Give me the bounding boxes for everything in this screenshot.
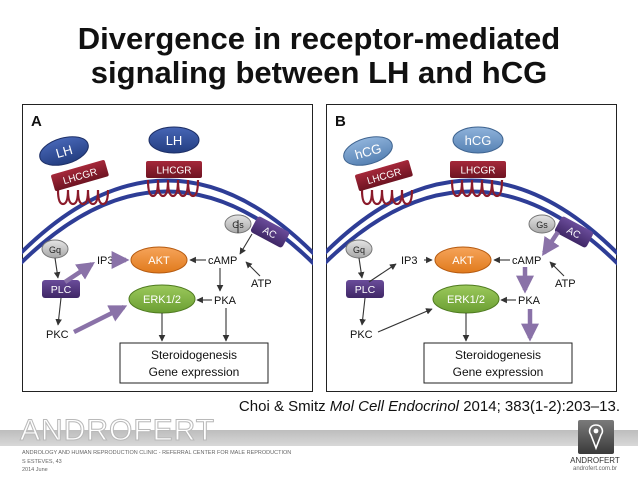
output-box xyxy=(423,342,573,384)
logo-site: androfert.com.br xyxy=(572,466,618,472)
ligand-lh-right xyxy=(148,126,200,154)
footer-line-1: ANDROLOGY AND HUMAN REPRODUCTION CLINIC … xyxy=(22,450,292,456)
akt-label: AKT xyxy=(148,255,170,267)
ligand-lh-left xyxy=(39,136,89,166)
androfert-logo-icon xyxy=(578,420,614,454)
akt-node xyxy=(434,246,492,274)
output-line-1: Steroidogenesis xyxy=(455,348,541,362)
title-line-1: Divergence in receptor-mediated xyxy=(77,21,561,56)
receptor-loops-right xyxy=(146,179,200,198)
receptor-left xyxy=(355,160,413,191)
gq-label: Gq xyxy=(49,245,61,255)
title-line-2: signaling between LH and hCG xyxy=(90,55,548,90)
ac-enzyme xyxy=(250,216,290,248)
slide-title: Divergence in receptor-mediated signalin… xyxy=(0,22,638,90)
atp-label: ATP xyxy=(251,278,272,290)
panel-b-arrows xyxy=(357,256,565,342)
panel-b-label: B xyxy=(335,113,346,130)
plc-node xyxy=(346,280,384,298)
gq-label: Gq xyxy=(353,245,365,255)
output-line-2: Gene expression xyxy=(149,365,240,379)
erk-label: ERK1/2 xyxy=(143,294,181,306)
receptor-right-label: LHCGR xyxy=(156,166,191,177)
receptor-right xyxy=(146,161,202,178)
receptor-right xyxy=(450,161,506,178)
signaling-figure: A LHCGR LHCGR LH LH Gs AC xyxy=(22,104,617,392)
plc-label: PLC xyxy=(355,284,376,296)
citation-authors: Choi & Smitz xyxy=(238,398,326,415)
pkc-label: PKC xyxy=(350,329,373,341)
footer-line-2: S ESTEVES, 43 xyxy=(22,459,62,465)
camp-label: cAMP xyxy=(512,255,541,267)
receptor-loops-left xyxy=(360,189,414,206)
ligand-lh-left-label: LH xyxy=(54,142,74,161)
atp-label: ATP xyxy=(555,278,576,290)
gs-protein xyxy=(528,214,556,234)
pka-label: PKA xyxy=(214,295,237,307)
citation-details: 2014; 383(1-2):203–13. xyxy=(463,398,620,415)
camp-label: cAMP xyxy=(208,255,237,267)
receptor-left xyxy=(51,160,109,191)
receptor-right-label: LHCGR xyxy=(460,166,495,177)
akt-label: AKT xyxy=(452,255,474,267)
ip3-label: IP3 xyxy=(401,255,418,267)
ligand-hcg-right xyxy=(452,126,504,154)
panel-a: A LHCGR LHCGR LH LH Gs AC xyxy=(22,104,313,392)
panel-a-label: A xyxy=(31,113,42,130)
ac-enzyme xyxy=(554,216,594,248)
panel-b: B LHCGR LHCGR hCG hCG Gs AC Gq IP3 AKT xyxy=(326,104,617,392)
panel-a-emph-arrows xyxy=(63,251,130,335)
pka-label: PKA xyxy=(518,295,541,307)
output-line-2: Gene expression xyxy=(453,365,544,379)
footer-band xyxy=(0,430,638,446)
gs-label: Gs xyxy=(536,220,548,230)
footer-line-3: 2014 June xyxy=(22,467,48,473)
pkc-label: PKC xyxy=(46,329,69,341)
ligand-hcg-right-label: hCG xyxy=(465,133,492,148)
panel-b-emph-arrows xyxy=(516,230,560,342)
citation-journal: Mol Cell Endocrinol xyxy=(329,398,460,415)
akt-node xyxy=(130,246,188,274)
ligand-lh-right-label: LH xyxy=(166,133,183,148)
panel-a-arrows xyxy=(53,220,261,342)
plc-label: PLC xyxy=(51,284,72,296)
receptor-loops-right xyxy=(450,179,504,198)
receptor-loops-left xyxy=(56,189,110,206)
logo-name: ANDROFERT xyxy=(570,456,620,465)
footer-brand: ANDROFERT xyxy=(19,414,216,448)
plc-node xyxy=(42,280,80,298)
output-box xyxy=(119,342,269,384)
ligand-hcg-left-label: hCG xyxy=(353,141,383,163)
ip3-label: IP3 xyxy=(97,255,114,267)
citation: Choi & Smitz Mol Cell Endocrinol 2014; 3… xyxy=(0,398,620,415)
erk-label: ERK1/2 xyxy=(447,294,485,306)
output-line-1: Steroidogenesis xyxy=(151,348,237,362)
ligand-hcg-left xyxy=(343,136,393,166)
